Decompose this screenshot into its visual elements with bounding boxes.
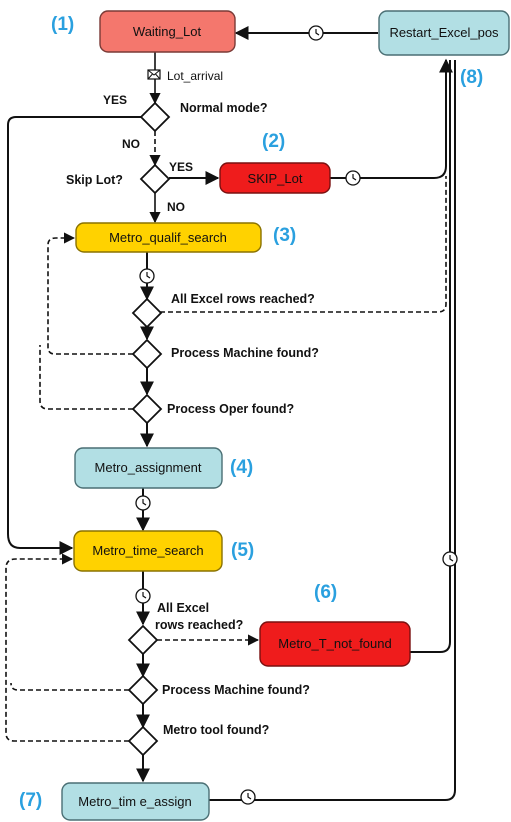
no-label-normal: NO <box>122 137 140 151</box>
process-oper-label: Process Oper found? <box>167 402 294 416</box>
node-waiting-lot[interactable]: Waiting_Lot <box>99 10 236 53</box>
step-number-2: (2) <box>262 131 285 152</box>
edge-po-loop <box>39 345 133 410</box>
step-number-5: (5) <box>231 540 254 561</box>
decision-all-excel-rows-1 <box>131 297 163 329</box>
edge-pm2-loop <box>10 682 129 691</box>
all-excel-rows-2-label-line1: All Excel <box>157 601 209 615</box>
clock-icon <box>240 789 256 805</box>
node-metro-qualif-search[interactable]: Metro_qualif_search <box>75 222 262 253</box>
no-label-skip: NO <box>167 200 185 214</box>
decision-metro-tool <box>127 725 159 757</box>
step-number-6: (6) <box>314 582 337 603</box>
edge-pm1-loop <box>47 232 133 355</box>
decision-process-machine-1 <box>131 338 163 370</box>
clock-icon <box>308 25 324 41</box>
edge-normal-yes <box>7 116 141 555</box>
clock-icon <box>442 551 458 567</box>
step-number-8: (8) <box>460 67 483 88</box>
clocks <box>135 25 458 805</box>
all-excel-rows-1-label: All Excel rows reached? <box>171 292 315 306</box>
decision-process-oper <box>131 393 163 425</box>
waiting-lot-label: Waiting_Lot <box>133 24 202 39</box>
metro-time-assign-label: Metro_tim e_assign <box>78 794 191 809</box>
edge-skiplot-to-restart <box>330 58 453 179</box>
process-machine-2-label: Process Machine found? <box>162 683 310 697</box>
restart-excel-pos-label: Restart_Excel_pos <box>389 25 499 40</box>
decision-all-excel-rows-2 <box>127 624 159 656</box>
edge-notfound-to-restart <box>410 60 451 653</box>
metro-t-not-found-label: Metro_T_not_found <box>278 636 391 651</box>
decision-skip-lot <box>139 163 171 195</box>
all-excel-rows-2-label-line2: rows reached? <box>155 618 243 632</box>
node-metro-t-not-found[interactable]: Metro_T_not_found <box>259 621 411 667</box>
node-restart-excel-pos[interactable]: Restart_Excel_pos <box>378 10 510 56</box>
envelope-icon <box>147 69 161 80</box>
process-machine-1-label: Process Machine found? <box>171 346 319 360</box>
step-number-7: (7) <box>19 790 42 811</box>
edge-allrows-to-restart <box>160 176 447 313</box>
skip-lot-question-label: Skip Lot? <box>66 173 123 187</box>
node-metro-time-assign[interactable]: Metro_tim e_assign <box>61 782 210 821</box>
metro-time-search-label: Metro_time_search <box>92 543 203 558</box>
step-number-4: (4) <box>230 457 253 478</box>
metro-assignment-label: Metro_assignment <box>95 460 202 475</box>
clock-icon <box>135 588 151 604</box>
node-metro-time-search[interactable]: Metro_time_search <box>73 530 223 572</box>
lot-arrival-label: Lot_arrival <box>167 69 223 83</box>
metro-qualif-search-label: Metro_qualif_search <box>109 230 227 245</box>
decision-normal-mode <box>139 101 171 133</box>
node-metro-assignment[interactable]: Metro_assignment <box>74 447 223 489</box>
step-number-1: (1) <box>51 14 74 35</box>
normal-mode-label: Normal mode? <box>180 101 268 115</box>
edge-mt-loop <box>5 553 129 742</box>
skip-lot-label: SKIP_Lot <box>248 171 303 186</box>
decision-process-machine-2 <box>127 674 159 706</box>
clock-icon <box>139 268 155 284</box>
metro-tool-label: Metro tool found? <box>163 723 269 737</box>
clock-icon <box>135 495 151 511</box>
yes-label-skip: YES <box>169 160 193 174</box>
step-number-3: (3) <box>273 225 296 246</box>
node-skip-lot[interactable]: SKIP_Lot <box>219 162 331 194</box>
clock-icon <box>345 170 361 186</box>
edge-timeassign-to-restart <box>209 60 456 801</box>
edges <box>5 26 456 801</box>
yes-label-normal: YES <box>103 93 127 107</box>
